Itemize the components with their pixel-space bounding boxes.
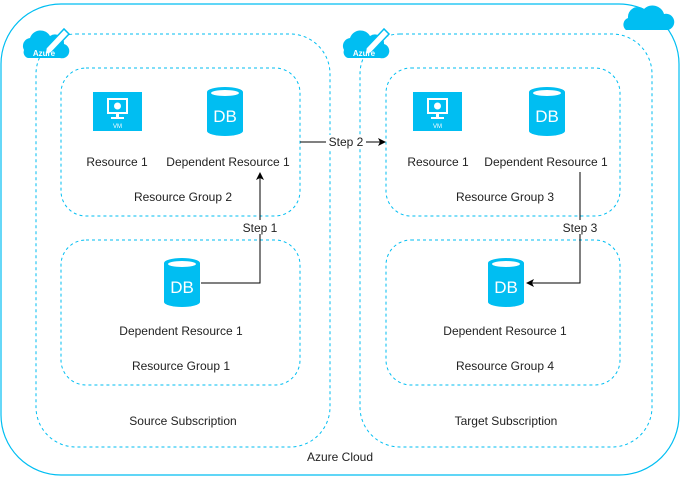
resource-label: Resource 1 xyxy=(407,155,469,169)
database-icon: DB xyxy=(488,258,524,307)
vm-icon: VM xyxy=(92,91,143,132)
svg-text:VM: VM xyxy=(113,124,122,130)
database-icon: DB xyxy=(529,87,565,136)
step-3-arrow xyxy=(526,172,581,287)
resource-label: Dependent Resource 1 xyxy=(484,155,608,169)
azure-cloud-label: Azure Cloud xyxy=(307,450,373,464)
resource-group-3 xyxy=(385,67,621,217)
azure-subscription-icon: Azure xyxy=(22,28,71,60)
svg-text:DB: DB xyxy=(170,278,194,297)
subscription-label: Target Subscription xyxy=(455,414,558,428)
svg-text:DB: DB xyxy=(213,107,237,126)
svg-text:DB: DB xyxy=(494,278,518,297)
step-1-arrow xyxy=(201,172,264,284)
svg-text:Azure: Azure xyxy=(33,49,56,58)
database-icon: DB xyxy=(207,87,243,136)
resource-group-label: Resource Group 3 xyxy=(456,190,554,204)
step-2-label: Step 2 xyxy=(329,135,364,149)
database-icon: DB xyxy=(164,258,200,307)
svg-text:DB: DB xyxy=(535,107,559,126)
resource-label: Resource 1 xyxy=(86,155,148,169)
azure-subscription-icon: Azure xyxy=(342,28,391,60)
subscription-label: Source Subscription xyxy=(129,414,236,428)
resource-group-1 xyxy=(60,239,301,386)
target-subscription xyxy=(359,33,653,448)
resource-group-label: Resource Group 2 xyxy=(134,190,232,204)
resource-group-4 xyxy=(385,239,621,386)
svg-text:VM: VM xyxy=(433,124,442,130)
step-3-label: Step 3 xyxy=(563,221,598,235)
resource-label: Dependent Resource 1 xyxy=(443,324,567,338)
resource-label: Dependent Resource 1 xyxy=(119,324,243,338)
resource-group-label: Resource Group 4 xyxy=(456,359,554,373)
svg-text:Azure: Azure xyxy=(353,49,376,58)
step-1-label: Step 1 xyxy=(243,221,278,235)
resource-group-label: Resource Group 1 xyxy=(132,359,230,373)
cloud-icon xyxy=(623,5,675,30)
vm-icon: VM xyxy=(412,91,463,132)
azure-cloud-boundary xyxy=(0,3,680,476)
resource-label: Dependent Resource 1 xyxy=(166,155,290,169)
